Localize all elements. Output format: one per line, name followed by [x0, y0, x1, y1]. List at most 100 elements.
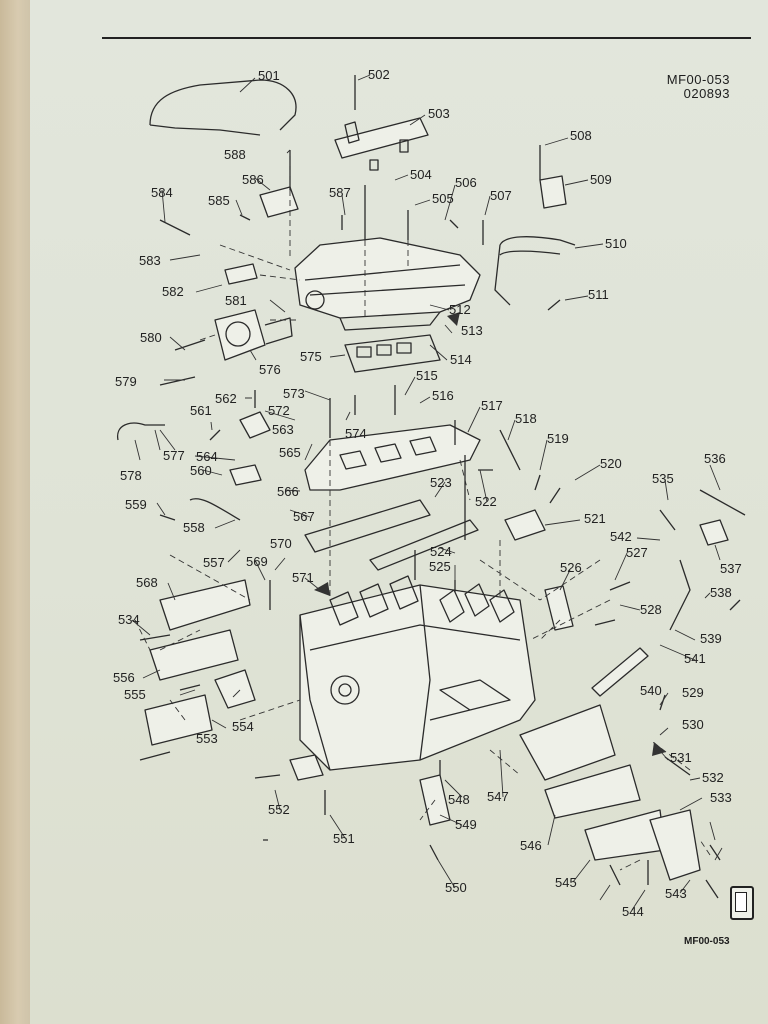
callout-582: 582 — [162, 284, 184, 299]
callout-571: 571 — [292, 570, 314, 585]
callout-522: 522 — [475, 494, 497, 509]
callout-543: 543 — [665, 886, 687, 901]
callout-581: 581 — [225, 293, 247, 308]
callout-575: 575 — [300, 349, 322, 364]
callout-566: 566 — [277, 484, 299, 499]
callout-576: 576 — [259, 362, 281, 377]
callout-530: 530 — [682, 717, 704, 732]
diagram-code: MF00-053 — [666, 72, 730, 87]
callout-587: 587 — [329, 185, 351, 200]
callout-507: 507 — [490, 188, 512, 203]
callout-558: 558 — [183, 520, 205, 535]
callout-547: 547 — [487, 789, 509, 804]
callout-555: 555 — [124, 687, 146, 702]
callout-509: 509 — [590, 172, 612, 187]
fasteners — [139, 75, 741, 899]
callout-578: 578 — [120, 468, 142, 483]
callout-565: 565 — [279, 445, 301, 460]
callout-548: 548 — [448, 792, 470, 807]
throttle-body — [214, 309, 293, 361]
alternator-bracket — [544, 764, 641, 819]
callout-510: 510 — [605, 236, 627, 251]
diagram-date-code: 020893 — [683, 86, 730, 101]
heater-elbow — [659, 509, 676, 531]
egr-tube — [189, 498, 241, 521]
callout-520: 520 — [600, 456, 622, 471]
cable-bracket — [224, 263, 258, 285]
coil-cover — [214, 669, 256, 709]
callout-527: 527 — [626, 545, 648, 560]
intake-plenum — [294, 237, 481, 331]
callout-586: 586 — [242, 172, 264, 187]
callout-551: 551 — [333, 831, 355, 846]
egr-valve — [239, 411, 271, 439]
header-rule — [102, 37, 751, 39]
vacuum-line — [149, 79, 297, 136]
throttle-bracket — [259, 186, 299, 218]
callout-521: 521 — [584, 511, 606, 526]
callout-515: 515 — [416, 368, 438, 383]
leader-lines — [131, 74, 723, 911]
callout-518: 518 — [515, 411, 537, 426]
callout-583: 583 — [139, 253, 161, 268]
direction-arrow-icon — [314, 582, 330, 596]
callout-506: 506 — [455, 175, 477, 190]
callout-514: 514 — [450, 352, 472, 367]
callout-585: 585 — [208, 193, 230, 208]
callout-553: 553 — [196, 731, 218, 746]
callout-535: 535 — [652, 471, 674, 486]
callout-561: 561 — [190, 403, 212, 418]
callout-502: 502 — [368, 67, 390, 82]
callout-564: 564 — [196, 449, 218, 464]
knock-sensor-bracket — [289, 754, 324, 781]
callout-588: 588 — [224, 147, 246, 162]
callout-540: 540 — [640, 683, 662, 698]
manifold-gasket-right — [369, 519, 479, 571]
heater-hose — [699, 489, 746, 516]
callout-512: 512 — [449, 302, 471, 317]
callout-544: 544 — [622, 904, 644, 919]
callout-532: 532 — [702, 770, 724, 785]
binding-edge — [0, 0, 30, 1024]
callout-517: 517 — [481, 398, 503, 413]
callout-labels: 501 502 503 504 505 506 507 508 509 510 … — [113, 67, 742, 919]
callout-572: 572 — [268, 403, 290, 418]
callout-533: 533 — [710, 790, 732, 805]
callout-557: 557 — [203, 555, 225, 570]
callout-501: 501 — [258, 68, 280, 83]
callout-508: 508 — [570, 128, 592, 143]
callout-563: 563 — [272, 422, 294, 437]
callout-537: 537 — [720, 561, 742, 576]
lower-intake-manifold — [304, 424, 481, 491]
callout-513: 513 — [461, 323, 483, 338]
callout-503: 503 — [428, 106, 450, 121]
engine-block — [299, 575, 536, 771]
callout-504: 504 — [410, 167, 432, 182]
callout-580: 580 — [140, 330, 162, 345]
callout-546: 546 — [520, 838, 542, 853]
callout-523: 523 — [430, 475, 452, 490]
fuel-pressure-regulator — [539, 175, 567, 209]
callout-567: 567 — [293, 509, 315, 524]
callout-556: 556 — [113, 670, 135, 685]
direction-arrow-icon — [447, 312, 460, 326]
callout-539: 539 — [700, 631, 722, 646]
accessory-bracket — [584, 809, 666, 861]
callout-519: 519 — [547, 431, 569, 446]
coolant-pipe — [669, 559, 691, 631]
callout-560: 560 — [190, 463, 212, 478]
callout-579: 579 — [115, 374, 137, 389]
footer-code: MF00-053 — [684, 936, 730, 947]
callout-516: 516 — [432, 388, 454, 403]
callout-577: 577 — [163, 448, 185, 463]
callout-524: 524 — [430, 544, 452, 559]
callout-550: 550 — [445, 880, 467, 895]
engine-mount — [649, 809, 701, 881]
callout-584: 584 — [151, 185, 173, 200]
thermostat-housing — [504, 509, 546, 541]
pcv-hose — [117, 422, 165, 441]
callout-562: 562 — [215, 391, 237, 406]
callout-554: 554 — [232, 719, 254, 734]
direction-arrow-icon — [652, 742, 666, 756]
